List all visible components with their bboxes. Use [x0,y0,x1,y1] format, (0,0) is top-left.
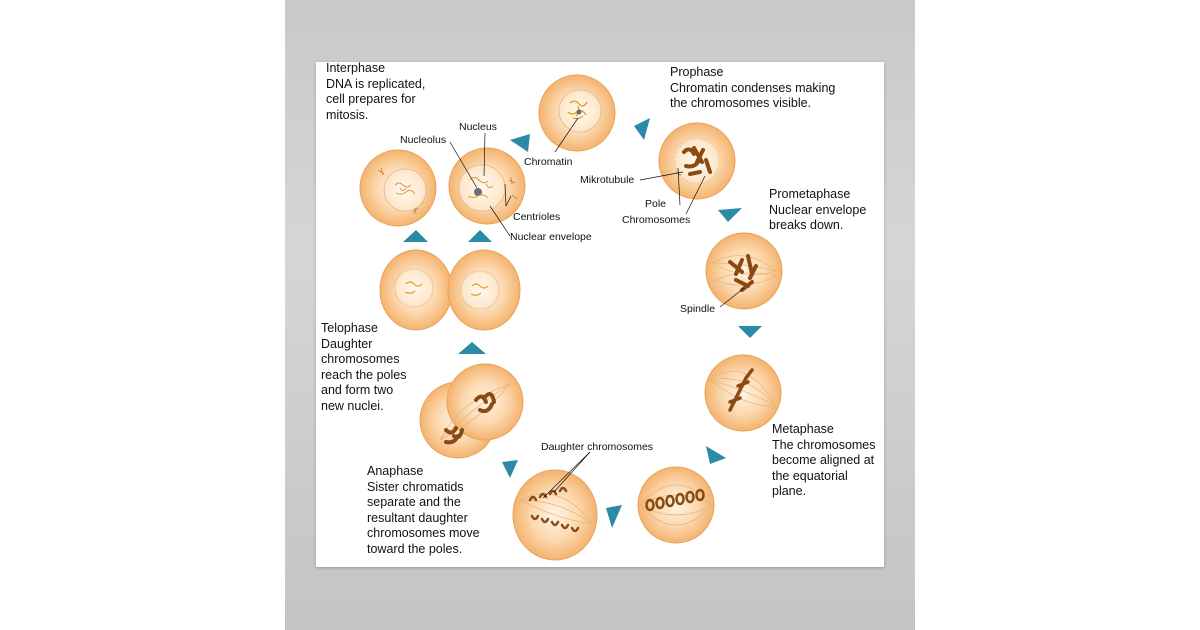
interphase-title: Interphase [326,61,386,75]
label-nucleus: Nucleus [459,121,497,133]
telophase-desc: Daughter chromosomes reach the poles and… [321,336,407,413]
prophase-text: Prophase Chromatin condenses making the … [670,65,835,112]
cell-anaphase [512,469,598,561]
leader-lines [449,117,745,499]
metaphase-title: Metaphase [772,422,834,436]
arrow-6 [606,505,622,528]
arrow-10 [468,230,492,242]
prometaphase-text: Prometaphase Nuclear envelope breaks dow… [769,187,866,234]
cycle-arrows [403,118,762,528]
cell-anaphase-early [637,466,715,544]
label-chromosomes: Chromosomes [622,214,691,226]
label-nucleolus: Nucleolus [400,134,447,146]
label-daughter-chromosomes: Daughter chromosomes [541,441,654,453]
telophase-text: Telophase Daughter chromosomes reach the… [321,321,406,414]
interphase-text: Interphase DNA is replicated, cell prepa… [326,61,425,123]
prophase-desc: Chromatin condenses making the chromosom… [670,80,836,111]
anaphase-title: Anaphase [367,464,424,478]
label-spindle: Spindle [680,303,716,315]
cell-telophase [379,249,521,331]
arrow-8 [458,342,486,354]
metaphase-desc: The chromosomes become aligned at the eq… [772,437,876,499]
anaphase-desc: Sister chromatids separate and the resul… [367,479,480,556]
label-centrioles: Centrioles [513,211,561,223]
arrow-4 [738,326,762,338]
prometaphase-title: Prometaphase [769,187,851,201]
cell-prophase [658,122,736,200]
arrow-5 [706,446,726,464]
label-chromatin: Chromatin [524,156,573,168]
prophase-title: Prophase [670,65,724,79]
metaphase-text: Metaphase The chromosomes become aligned… [772,422,876,500]
arrow-7 [502,460,518,478]
cell-anaphase-late [419,363,524,459]
prometaphase-desc: Nuclear envelope breaks down. [769,202,867,233]
arrow-2 [634,118,650,140]
cell-metaphase [704,354,782,432]
label-nuclear-envelope: Nuclear envelope [510,231,592,243]
cell-interphase-left [359,149,437,227]
telophase-title: Telophase [321,321,378,335]
cell-prometaphase [705,232,783,310]
cell-prophase-early [538,74,616,152]
interphase-desc: DNA is replicated, cell prepares for mit… [326,76,426,122]
arrow-9 [403,230,428,242]
label-pole: Pole [645,198,667,210]
anaphase-text: Anaphase Sister chromatids separate and … [367,464,480,557]
arrow-1 [510,134,530,152]
arrow-3 [718,208,742,222]
label-mikrotubule: Mikrotubule [580,174,635,186]
